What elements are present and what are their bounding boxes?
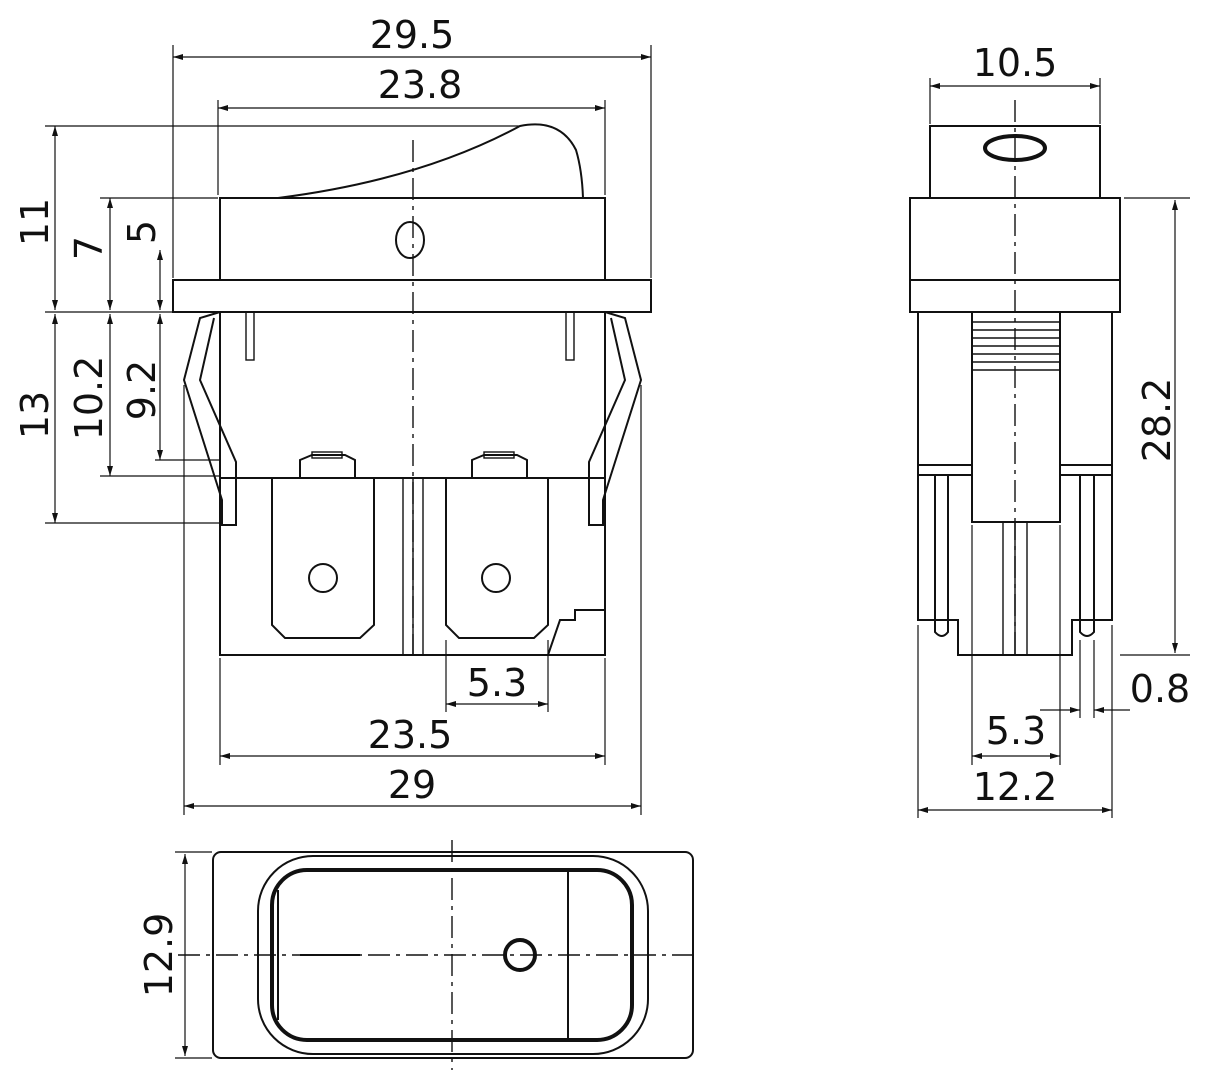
top-view xyxy=(178,840,700,1070)
indicator-hole xyxy=(395,221,425,259)
front-dimensions: 29.5 23.8 11 7 5 13 10.2 9.2 5 xyxy=(13,13,652,815)
dim-12-9: 12.9 xyxy=(137,913,181,998)
dim-10-5: 10.5 xyxy=(973,41,1058,85)
top-dimensions: 12.9 xyxy=(137,851,212,1059)
dim-23-5: 23.5 xyxy=(368,713,453,757)
front-view xyxy=(172,123,652,660)
dim-11: 11 xyxy=(13,198,57,246)
side-dimensions: 10.5 28.2 0.8 5.3 12.2 xyxy=(917,41,1190,818)
dim-0-8: 0.8 xyxy=(1130,667,1190,711)
terminal-hole-left xyxy=(308,563,338,593)
side-view xyxy=(909,100,1121,660)
dim-12-2: 12.2 xyxy=(973,765,1058,809)
rocker-cap xyxy=(277,123,584,199)
spring-clip-right xyxy=(588,311,643,526)
dim-10-2: 10.2 xyxy=(67,356,111,441)
terminal-right xyxy=(445,478,549,639)
dim-23-8: 23.8 xyxy=(378,63,463,107)
terminal-hole-right xyxy=(481,563,511,593)
dim-29: 29 xyxy=(388,763,436,807)
dim-9-2: 9.2 xyxy=(120,360,164,420)
dim-28-2: 28.2 xyxy=(1135,378,1179,463)
dim-7: 7 xyxy=(67,236,111,260)
terminal-left xyxy=(271,478,375,639)
mounting-flange xyxy=(172,279,652,313)
dim-5: 5 xyxy=(120,220,164,244)
spring-stripes xyxy=(972,321,1060,371)
spring-clip-left xyxy=(182,311,237,526)
dim-5-3-side: 5.3 xyxy=(986,709,1046,753)
dim-29-5: 29.5 xyxy=(370,13,455,57)
dim-13: 13 xyxy=(13,391,57,439)
dim-5-3-front: 5.3 xyxy=(467,661,527,705)
